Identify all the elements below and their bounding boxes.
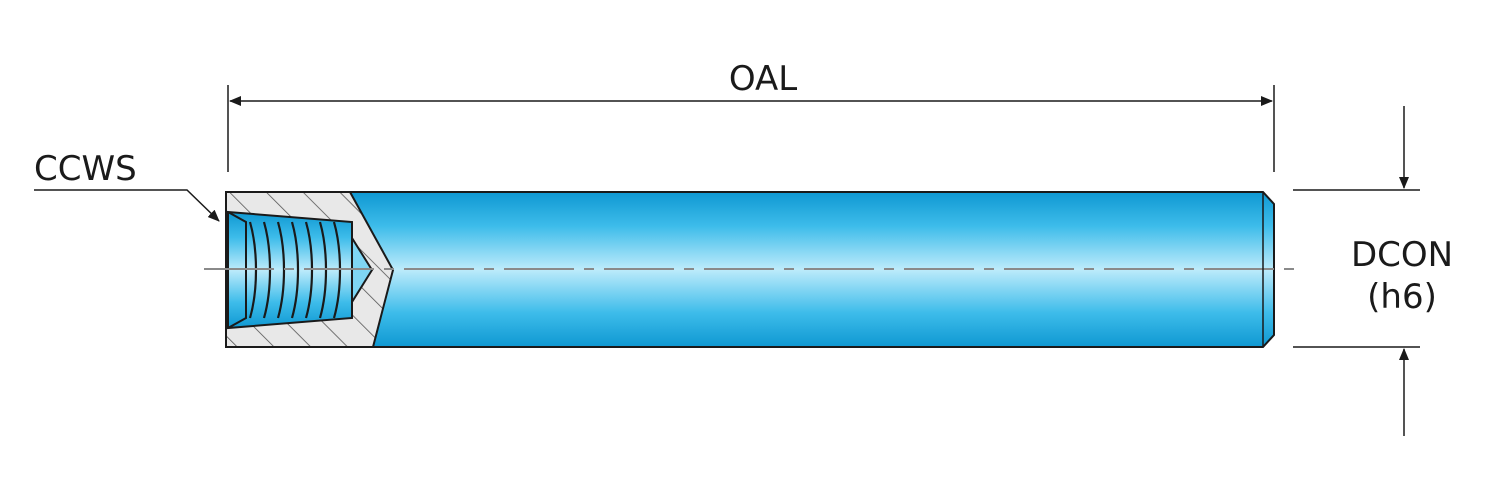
ccws-label: CCWS [34,149,137,189]
oal-dimension: OAL [227,59,1275,172]
tolerance-label: (h6) [1367,277,1437,317]
oal-label: OAL [729,59,797,99]
ccws-callout: CCWS [34,149,220,222]
dcon-dimension: DCON (h6) [1293,106,1453,436]
dcon-label: DCON [1351,235,1453,275]
